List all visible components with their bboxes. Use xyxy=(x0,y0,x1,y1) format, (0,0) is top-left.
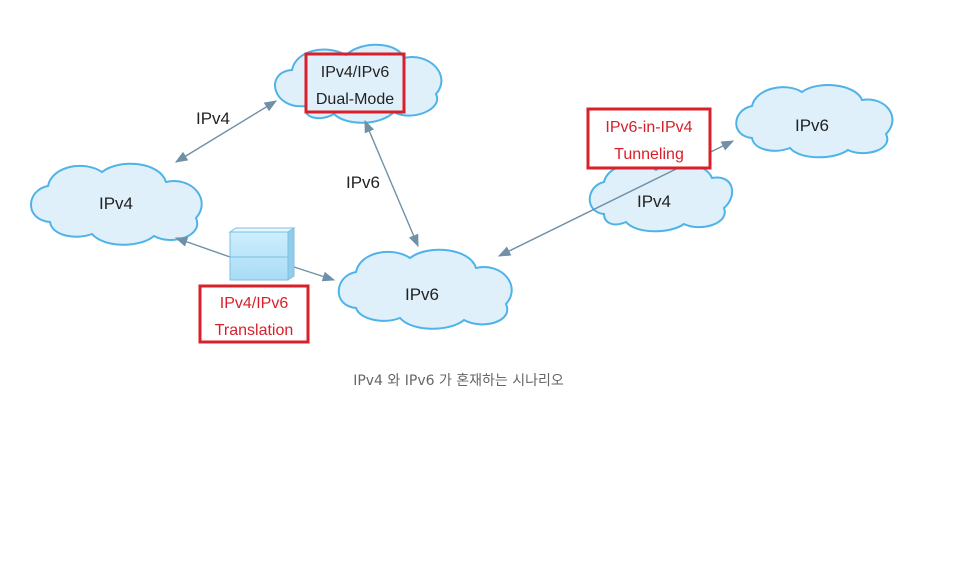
cloud-ipv6-bottom: IPv6 xyxy=(337,248,513,330)
cloud-ipv6-right: IPv6 xyxy=(735,84,894,159)
cloud-label: IPv6 xyxy=(405,285,439,304)
tunneling-line2: Tunneling xyxy=(614,146,684,163)
cloud-ipv4-right: IPv4 xyxy=(588,162,734,233)
figure-caption: IPv4 와 IPv6 가 혼재하는 시나리오 xyxy=(353,373,564,389)
dual-mode-line1: IPv4/IPv6 xyxy=(321,64,390,81)
link-ipv4-to-dual-mode xyxy=(174,100,278,163)
cloud-label: IPv6 xyxy=(795,116,829,135)
cloud-label: IPv4 xyxy=(637,192,671,211)
translation-box: IPv4/IPv6 Translation xyxy=(198,284,310,344)
dual-mode-line2: Dual-Mode xyxy=(316,91,394,108)
tunneling-line1: IPv6-in-IPv4 xyxy=(605,119,692,136)
translation-line2: Translation xyxy=(215,322,294,339)
link-dual-mode-to-ipv6 xyxy=(364,119,419,248)
link-label-ipv4: IPv4 xyxy=(196,109,230,128)
link-translator-to-ipv6 xyxy=(290,265,336,282)
dual-mode-box: IPv4/IPv6 Dual-Mode xyxy=(304,52,406,114)
link-translator-to-ipv4 xyxy=(174,237,231,258)
cloud-dual-mode xyxy=(274,43,443,124)
link-label-ipv6: IPv6 xyxy=(346,173,380,192)
translation-line1: IPv4/IPv6 xyxy=(220,295,289,312)
cloud-ipv4-left: IPv4 xyxy=(30,162,203,246)
tunneling-box: IPv6-in-IPv4 Tunneling xyxy=(586,107,712,170)
cloud-label: IPv4 xyxy=(99,194,133,213)
translator-device-icon xyxy=(228,227,296,281)
